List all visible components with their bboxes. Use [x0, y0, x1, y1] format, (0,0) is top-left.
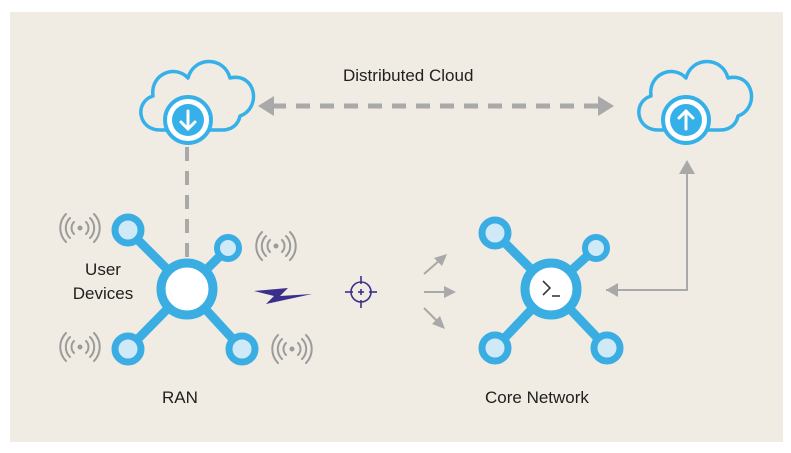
cloud-download-icon [139, 59, 256, 145]
network-diagram [59, 59, 754, 366]
wireless-signal-icon [59, 213, 313, 364]
network-hub-terminal-icon [478, 216, 624, 365]
user-devices-label-line1: User [85, 260, 121, 279]
crosshair-target-icon [345, 276, 377, 308]
core-cloud-connector [606, 160, 695, 297]
user-devices-label-line2: Devices [72, 284, 134, 303]
lightning-bolt-icon [254, 288, 312, 304]
cloud-link-dashed-arrow [258, 96, 614, 116]
core-network-label: Core Network [485, 388, 589, 407]
diagram-canvas: Distributed Cloud User Devices RAN Core … [10, 12, 783, 442]
fan-out-arrows-icon [423, 254, 456, 329]
network-hub-icon [111, 213, 259, 366]
distributed-cloud-label: Distributed Cloud [343, 66, 474, 85]
cloud-upload-icon [637, 59, 754, 145]
ran-label: RAN [162, 388, 198, 407]
user-devices-label: User Devices [58, 258, 148, 306]
